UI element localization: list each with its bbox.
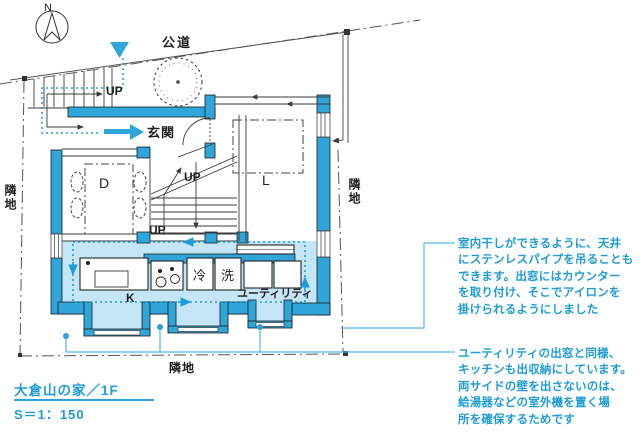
washer-box <box>214 257 242 291</box>
title-underline <box>14 399 154 401</box>
kitchen-counter <box>79 257 149 291</box>
entrance-label: 玄関 <box>147 125 176 140</box>
up-stair-lower-label: UP <box>149 223 166 237</box>
staircase <box>150 155 238 235</box>
kitchen-label: K <box>126 291 135 305</box>
annotation-utility-pipe: 室内干しができるように、天井 にステンレスパイプを吊ることも できます。出窓には… <box>458 238 634 316</box>
dining-label: D <box>99 175 110 191</box>
utility-cabinet <box>273 260 302 289</box>
entrance-arrow <box>104 124 144 140</box>
north-arrow-icon <box>35 10 69 44</box>
faucet <box>86 261 90 265</box>
utility-label: ユーティリティ <box>237 288 313 300</box>
up-exterior-label: UP <box>106 84 123 98</box>
entrance-door-swing <box>182 117 211 146</box>
annotation-leaders <box>63 242 455 353</box>
sink <box>94 270 129 288</box>
utility-cabinet <box>243 260 273 289</box>
fridge-box <box>186 257 214 291</box>
kitchen-fixtures <box>79 244 302 291</box>
living-label: L <box>262 172 270 188</box>
site-boundary-lines <box>0 19 421 357</box>
scale-label: S＝1：150 <box>14 407 85 422</box>
tree-symbol <box>153 57 203 107</box>
up-stair-upper-label: UP <box>184 170 201 184</box>
circulation-loop <box>68 237 310 307</box>
north-label: N <box>44 2 52 14</box>
road-label: 公道 <box>162 35 193 50</box>
annotation-kitchen-storage: ユーティリティの出窓と同様、 キッチンも出収納にしています。 両サイドの壁を出さ… <box>458 348 633 426</box>
entrance-marker-triangle <box>110 42 129 58</box>
approach-path <box>41 42 144 140</box>
windows <box>50 112 331 336</box>
neighbor-bottom-label: 隣地 <box>169 361 196 375</box>
page-title: 大倉山の家／1F <box>14 383 119 398</box>
living-feature-outline <box>232 119 304 174</box>
interior-wall-lines <box>62 94 330 242</box>
dining-table <box>70 163 147 235</box>
neighbor-right-label: 隣地 <box>347 178 361 206</box>
neighbor-left-label: 隣地 <box>3 184 17 212</box>
washer-label: 洗 <box>221 268 235 283</box>
fridge-label: 冷 <box>193 268 207 283</box>
